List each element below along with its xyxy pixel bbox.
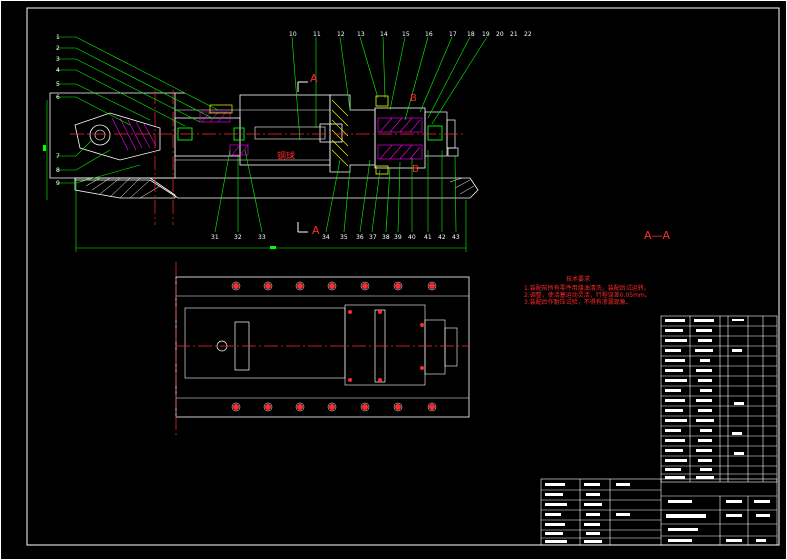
tech-note-line: 2.调整，使活塞运动灵活，行程误差0.05mm。 — [524, 291, 651, 299]
part-number: 9 — [56, 180, 60, 187]
part-number: 16 — [425, 31, 433, 38]
part-number: 38 — [382, 234, 390, 241]
part-number: 37 — [369, 234, 377, 241]
part-number: 35 — [340, 234, 348, 241]
tech-notes-title: 技术要求 — [566, 275, 590, 283]
tech-note-line: 1.装配前所有零件用煤油清洗，装配后试运转。 — [524, 284, 650, 292]
part-number: 14 — [380, 31, 388, 38]
part-number: 2 — [56, 45, 60, 52]
tech-notes: 技术要求 1.装配前所有零件用煤油清洗，装配后试运转。 2.调整，使活塞运动灵活… — [524, 275, 651, 306]
part-number: 6 — [56, 94, 60, 101]
part-number: 3 — [56, 56, 60, 63]
part-number: 4 — [56, 67, 60, 74]
part-number: 7 — [56, 153, 60, 160]
part-number: 32 — [234, 234, 242, 241]
title-block — [540, 478, 778, 546]
part-number: 15 — [402, 31, 410, 38]
title-block-glyphs — [545, 483, 770, 543]
section-mark-top: A — [310, 72, 318, 85]
part-callout-label: 钢球 — [277, 150, 295, 162]
leader-lines — [56, 36, 488, 233]
parts-list-table — [660, 315, 778, 483]
tech-note-line: 3.装配后作耐压试验，不得有渗漏现象。 — [524, 298, 632, 306]
marker-b-top: B — [410, 93, 417, 104]
part-number: 17 — [449, 31, 457, 38]
part-number: 1 — [56, 34, 60, 41]
part-number: 36 — [356, 234, 364, 241]
part-number: 10 — [289, 31, 297, 38]
part-number: 20 — [496, 31, 504, 38]
part-number: 33 — [258, 234, 266, 241]
part-number: 43 — [452, 234, 460, 241]
section-mark-bottom: A — [312, 224, 320, 237]
part-labels-bottom: 31 32 33 34 35 36 37 38 39 40 41 42 43 — [211, 234, 460, 241]
part-labels-left: 1 2 3 4 5 6 7 8 9 — [56, 34, 60, 187]
part-number: 12 — [337, 31, 345, 38]
marker-b-bottom: B — [412, 164, 419, 175]
part-number: 8 — [56, 167, 60, 174]
part-number: 41 — [424, 234, 432, 241]
part-number: 34 — [322, 234, 330, 241]
inner-frame — [26, 7, 780, 546]
part-number: 21 — [510, 31, 518, 38]
section-view-title: A—A — [644, 229, 671, 242]
part-number: 39 — [394, 234, 402, 241]
plan-view — [175, 262, 470, 435]
part-number: 31 — [211, 234, 219, 241]
parts-list-glyphs — [665, 319, 744, 479]
part-number: 42 — [438, 234, 446, 241]
part-number: 40 — [408, 234, 416, 241]
part-number: 22 — [524, 31, 532, 38]
part-labels-top: 10 11 12 13 14 15 16 17 18 19 20 21 22 — [289, 31, 532, 38]
part-number: 11 — [313, 31, 321, 38]
part-number: 18 — [467, 31, 475, 38]
main-section-view — [43, 81, 479, 252]
part-number: 13 — [357, 31, 365, 38]
part-number: 5 — [56, 81, 60, 88]
part-number: 19 — [482, 31, 490, 38]
